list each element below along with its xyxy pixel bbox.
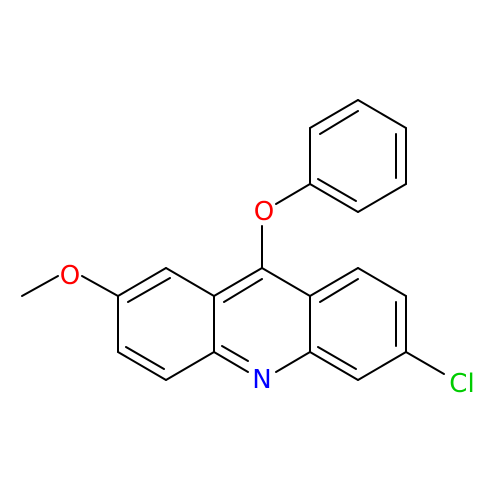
bond-center-1 <box>213 267 263 297</box>
bond-right-ring-2 <box>357 267 407 297</box>
bond-right-ring-1-double <box>319 278 359 303</box>
bond-right-ring-5-double <box>317 346 357 370</box>
bond-lines <box>21 99 445 381</box>
bond-left-ring-1 <box>117 267 167 297</box>
bond-methyl-o <box>21 275 59 297</box>
bond-left-ring-1-double <box>127 277 171 303</box>
atom-labels: O O N Cl <box>60 197 475 399</box>
chlorine-label: Cl <box>449 369 474 399</box>
bond-center-5-double <box>221 345 249 362</box>
bond-center-5 <box>213 351 249 373</box>
bond-left-ring-5 <box>117 351 167 381</box>
methoxy-oxygen-label: O <box>60 261 80 291</box>
ether-oxygen-label: O <box>254 197 274 227</box>
bond-right-ring-5 <box>309 351 359 381</box>
bond-phenyl-5 <box>357 183 407 213</box>
bond-left-ring-2 <box>165 267 215 297</box>
bond-aryl-cl <box>405 351 445 375</box>
bond-phenyl-6-double <box>317 178 357 202</box>
bond-center-1-double <box>223 278 263 303</box>
bond-center-4 <box>275 351 311 373</box>
bond-right-ring-1 <box>309 267 359 297</box>
bond-phenyl-6 <box>309 183 359 213</box>
bond-left-ring-4 <box>165 351 215 381</box>
bond-o-phenyl <box>275 183 311 205</box>
bond-phenyl-2 <box>309 99 359 129</box>
bond-right-ring-4 <box>357 351 407 381</box>
ring-nitrogen-label: N <box>252 365 271 395</box>
bond-o-aryl <box>81 275 119 297</box>
bond-phenyl-3 <box>357 99 407 129</box>
bond-left-ring-5-double <box>125 346 165 370</box>
bond-center-2 <box>261 267 311 297</box>
bond-phenyl-2-double <box>319 110 359 135</box>
